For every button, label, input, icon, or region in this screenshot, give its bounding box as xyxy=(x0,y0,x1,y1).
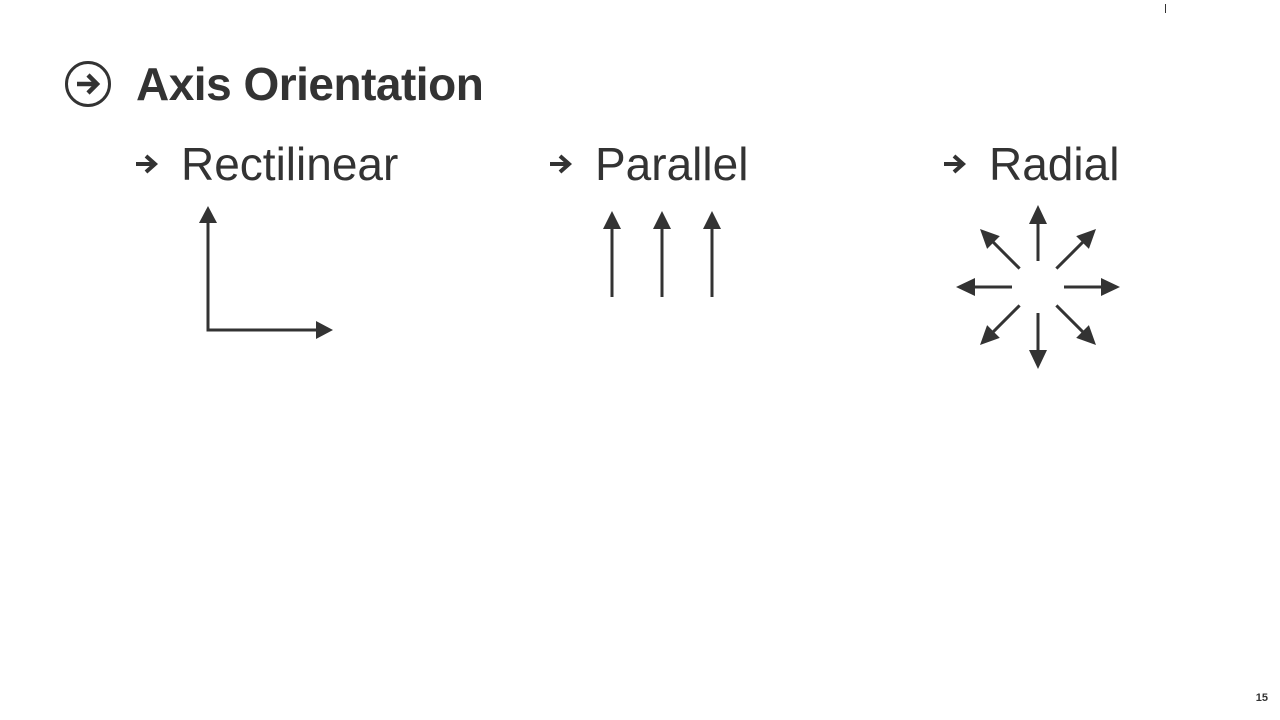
rectilinear-y-axis xyxy=(199,206,217,330)
corner-tick-mark xyxy=(1165,4,1166,13)
bold-right-arrow-icon xyxy=(136,154,159,174)
item-label-rectilinear: Rectilinear xyxy=(181,138,399,190)
radial-axes-icon xyxy=(956,205,1120,369)
radial-axis-right xyxy=(1064,278,1120,296)
item-label-radial: Radial xyxy=(989,138,1120,190)
radial-axis-up-right xyxy=(1055,229,1096,270)
radial-axis-up-left xyxy=(980,229,1021,270)
rectilinear-x-axis xyxy=(206,321,333,339)
radial-axis-down-left xyxy=(980,304,1021,345)
radial-axis-up xyxy=(1029,205,1047,261)
parallel-axes-icon xyxy=(603,211,721,297)
bold-right-arrow-icon xyxy=(550,154,573,174)
item-label-parallel: Parallel xyxy=(595,138,749,190)
list-item-rectilinear: Rectilinear xyxy=(135,138,398,190)
bold-right-arrow-icon xyxy=(944,154,967,174)
parallel-axis-3 xyxy=(703,211,721,297)
slide-title-row: Axis Orientation xyxy=(64,56,484,112)
parallel-axis-2 xyxy=(653,211,671,297)
radial-axis-down-right xyxy=(1055,304,1096,345)
list-item-radial: Radial xyxy=(943,138,1119,190)
circled-right-arrow-icon xyxy=(65,61,111,107)
page-number: 15 xyxy=(1255,692,1268,704)
parallel-axis-1 xyxy=(603,211,621,297)
list-item-parallel: Parallel xyxy=(549,138,748,190)
slide-title: Axis Orientation xyxy=(136,58,484,110)
rectilinear-axes-icon xyxy=(199,206,333,339)
radial-axis-down xyxy=(1029,313,1047,369)
radial-axis-left xyxy=(956,278,1012,296)
